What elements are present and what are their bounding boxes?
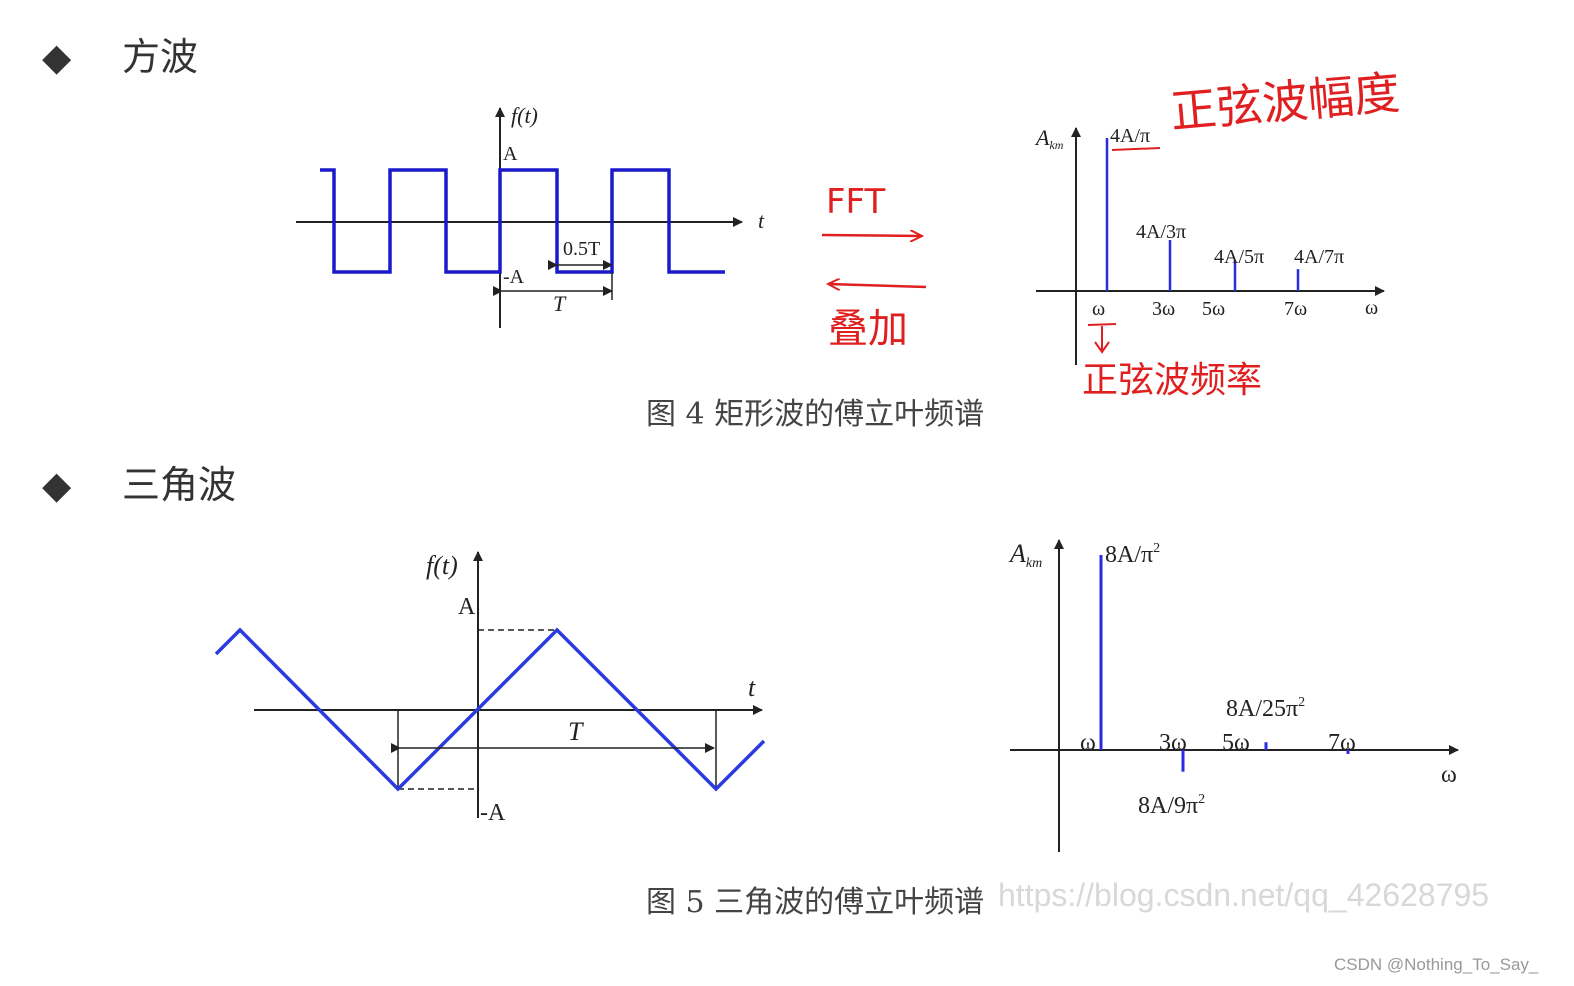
bullet-icon: ◆ xyxy=(42,463,72,507)
tri-spec-y-label: Akm xyxy=(1008,539,1042,571)
triangle-spectrum-bar-labels: 8A/π2 8A/9π2 8A/25π2 xyxy=(1105,541,1305,819)
bullet-icon: ◆ xyxy=(42,35,72,79)
triangle-spectrum-bar-label: 8A/9π2 xyxy=(1138,792,1205,819)
square-period-label: T xyxy=(553,291,567,316)
superpose-label: 叠加 xyxy=(828,306,908,352)
frequency-note: 正弦波频率 xyxy=(1082,360,1262,401)
square-spectrum-tick: 3ω xyxy=(1152,298,1175,320)
triangle-x-label: t xyxy=(748,673,756,702)
square-wave-line xyxy=(320,168,725,274)
superpose-arrow xyxy=(828,284,927,287)
square-spectrum-tick: 5ω xyxy=(1202,298,1225,320)
square-wave-plot: f(t) t A -A 0.5T T xyxy=(296,103,765,328)
square-spectrum-tick: 7ω xyxy=(1284,298,1307,320)
square-spec-y-label: Akm xyxy=(1034,125,1064,152)
section-square: ◆ 方波 xyxy=(42,35,198,79)
square-amp-neg: -A xyxy=(503,266,525,288)
square-spectrum-bar-label: 4A/7π xyxy=(1294,246,1344,268)
triangle-spectrum-tick: ω xyxy=(1080,730,1096,756)
square-amp-pos: A xyxy=(503,143,518,165)
triangle-spectrum-bar-label: 8A/π2 xyxy=(1105,541,1160,568)
triangle-wave-plot: T f(t) t A -A xyxy=(214,551,766,826)
square-spectrum-bar-label: 4A/3π xyxy=(1136,221,1186,243)
csdn-credit: CSDN @Nothing_To_Say_ xyxy=(1334,955,1539,974)
square-y-label: f(t) xyxy=(511,103,538,128)
amplitude-note: 正弦波幅度 xyxy=(1168,65,1402,139)
triangle-wave-line xyxy=(214,627,766,792)
amplitude-underline xyxy=(1111,147,1161,151)
caption-fig4: 图 4 矩形波的傅立叶频谱 xyxy=(646,397,984,432)
square-x-label: t xyxy=(758,208,765,233)
triangle-period-label: T xyxy=(568,717,584,746)
watermark-url: https://blog.csdn.net/qq_42628795 xyxy=(998,877,1489,913)
triangle-spectrum-bars xyxy=(1099,555,1350,772)
fft-arrow xyxy=(821,235,922,236)
triangle-y-label: f(t) xyxy=(426,551,458,580)
section-title-triangle: 三角波 xyxy=(122,463,236,507)
spectrum-annotations: 正弦波幅度 正弦波频率 xyxy=(1082,65,1402,401)
fft-annotation: FFT 叠加 xyxy=(821,182,927,352)
section-triangle: ◆ 三角波 xyxy=(42,463,236,507)
triangle-spectrum: Akm ω ω 3ω 5ω 7ω 8A/π2 8A/9π2 8A/25π2 xyxy=(1008,539,1459,852)
square-spectrum-ticks: ω 3ω 5ω 7ω xyxy=(1092,298,1307,320)
square-spectrum-bar-label: 4A/5π xyxy=(1214,246,1264,268)
frequency-pointer xyxy=(1087,323,1117,354)
triangle-spectrum-tick: 3ω xyxy=(1159,730,1187,756)
section-title-square: 方波 xyxy=(122,35,198,79)
caption-fig5: 图 5 三角波的傅立叶频谱 xyxy=(646,885,984,920)
triangle-spectrum-bar-label: 8A/25π2 xyxy=(1226,695,1305,722)
fft-label: FFT xyxy=(826,182,886,222)
square-spectrum-bar-labels: 4A/π 4A/3π 4A/5π 4A/7π xyxy=(1110,125,1344,268)
triangle-amp-pos: A xyxy=(458,594,476,620)
square-half-period-label: 0.5T xyxy=(563,238,600,260)
triangle-amp-neg: -A xyxy=(480,800,506,826)
square-spectrum-tick: ω xyxy=(1092,298,1105,320)
triangle-spectrum-tick: 7ω xyxy=(1328,730,1356,756)
square-spec-x-label: ω xyxy=(1365,297,1378,319)
square-spectrum-bars xyxy=(1105,138,1300,291)
triangle-spectrum-ticks: ω 3ω 5ω 7ω xyxy=(1080,730,1356,756)
square-spectrum: Akm ω ω 3ω 5ω 7ω 4A/π 4A/3π 4A/5π 4A/7π xyxy=(1034,125,1385,365)
triangle-spectrum-tick: 5ω xyxy=(1222,730,1250,756)
tri-spec-x-label: ω xyxy=(1441,762,1457,788)
square-spectrum-bar-label: 4A/π xyxy=(1110,125,1150,147)
